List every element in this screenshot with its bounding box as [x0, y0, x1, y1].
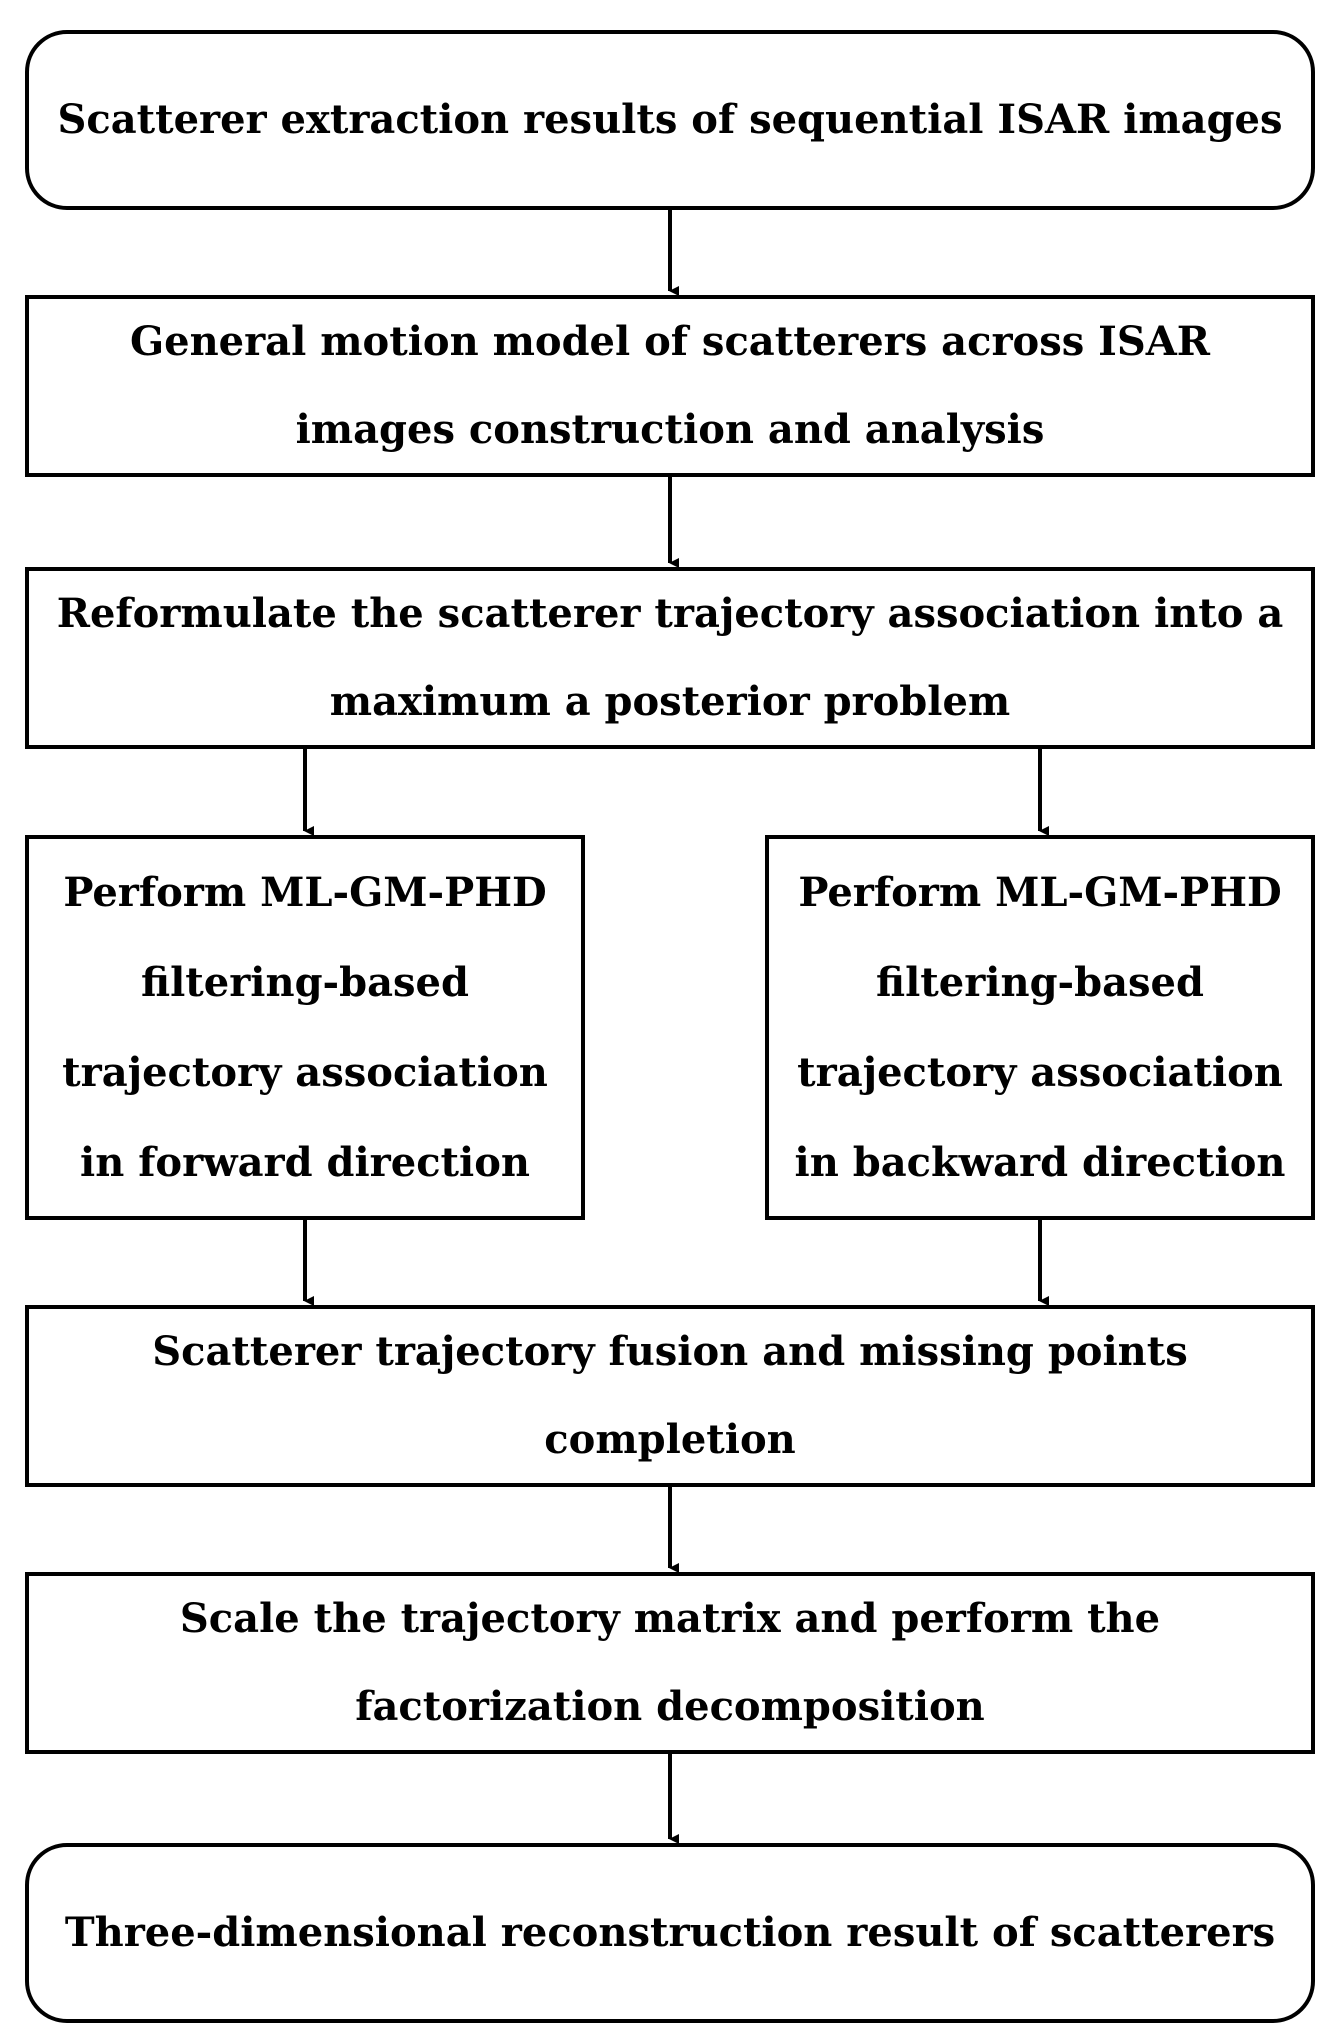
process-node-motion-model: General motion model of scatterers acros…	[25, 295, 1315, 477]
process-node-reformulate: Reformulate the scatterer trajectory ass…	[25, 567, 1315, 749]
node-label: Perform ML-GM-PHD filtering-based trajec…	[62, 868, 548, 1186]
start-node: Scatterer extraction results of sequenti…	[25, 30, 1315, 210]
end-node: Three-dimensional reconstruction result …	[25, 1843, 1315, 2023]
process-node-forward: Perform ML-GM-PHD filtering-based trajec…	[25, 835, 585, 1220]
process-node-factorization: Scale the trajectory matrix and perform …	[25, 1572, 1315, 1754]
node-label: Scale the trajectory matrix and perform …	[179, 1595, 1161, 1730]
node-label: Perform ML-GM-PHD filtering-based trajec…	[794, 868, 1286, 1186]
node-label: Scatterer extraction results of sequenti…	[57, 96, 1283, 143]
process-node-fusion: Scatterer trajectory fusion and missing …	[25, 1305, 1315, 1487]
node-label: Three-dimensional reconstruction result …	[64, 1909, 1276, 1956]
node-label: General motion model of scatterers acros…	[129, 318, 1211, 453]
node-label: Reformulate the scatterer trajectory ass…	[56, 590, 1284, 725]
node-label: Scatterer trajectory fusion and missing …	[152, 1328, 1188, 1463]
process-node-backward: Perform ML-GM-PHD filtering-based trajec…	[765, 835, 1315, 1220]
